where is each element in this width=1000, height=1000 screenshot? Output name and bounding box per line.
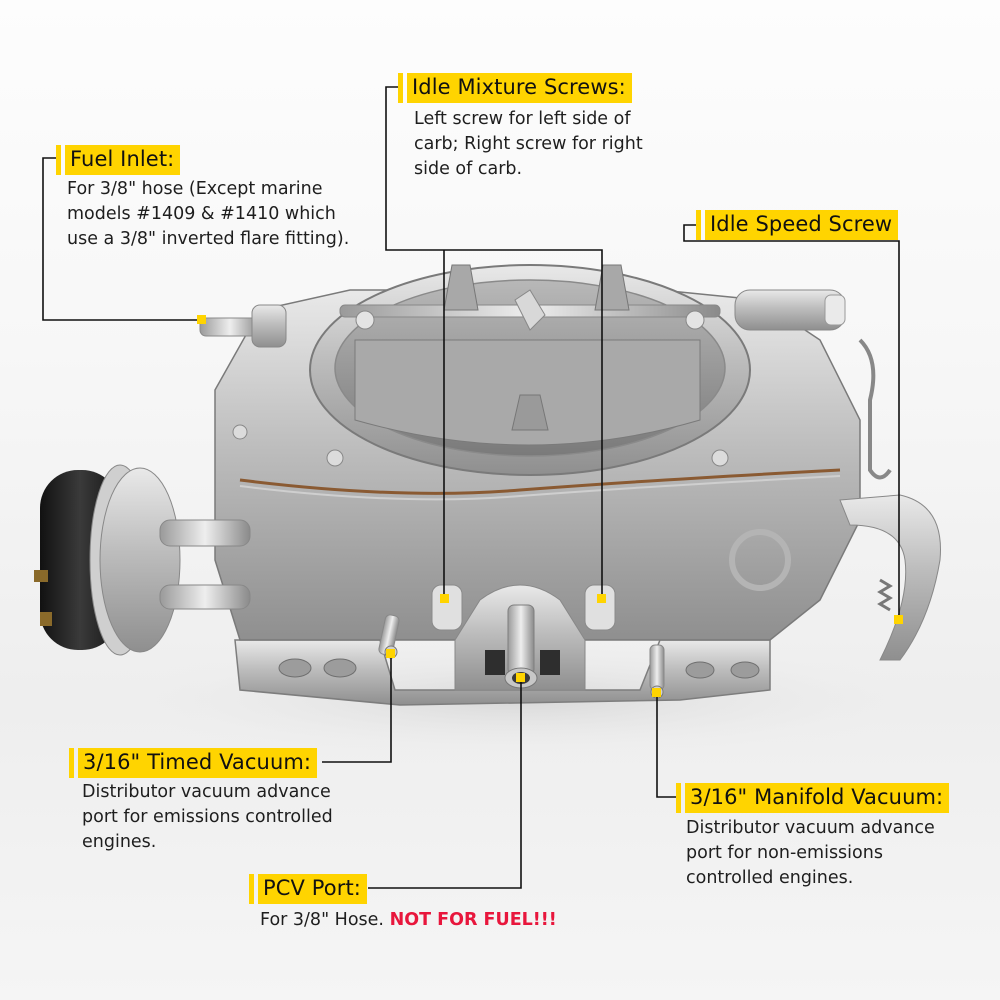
callout-description: For 3/8" hose (Except marine models #140…: [67, 179, 350, 249]
warning-text: NOT FOR FUEL!!!: [389, 910, 557, 930]
callout-title: 3/16" Timed Vacuum:: [78, 748, 318, 778]
accent-bar: [69, 748, 74, 778]
callout-title: Idle Speed Screw: [705, 210, 899, 240]
callout-title: PCV Port:: [258, 874, 367, 904]
callout-description: Left screw for left side of carb; Right …: [414, 109, 643, 179]
callout-idle-speed-screw: Idle Speed Screw: [696, 210, 899, 240]
accent-bar: [696, 210, 701, 240]
callout-description: For 3/8" Hose. NOT FOR FUEL!!!: [260, 910, 557, 930]
callout-fuel-inlet: Fuel Inlet: For 3/8" hose (Except marine…: [56, 145, 349, 252]
accent-bar: [398, 73, 403, 103]
callout-description: Distributor vacuum advance port for emis…: [82, 782, 333, 852]
accent-bar: [249, 874, 254, 904]
callout-title: Fuel Inlet:: [65, 145, 181, 175]
callout-title: Idle Mixture Screws:: [407, 73, 632, 103]
callout-timed-vacuum: 3/16" Timed Vacuum: Distributor vacuum a…: [69, 748, 333, 855]
callout-pcv-port: PCV Port: For 3/8" Hose. NOT FOR FUEL!!!: [249, 874, 557, 933]
callout-manifold-vacuum: 3/16" Manifold Vacuum: Distributor vacuu…: [676, 783, 950, 891]
callout-title: 3/16" Manifold Vacuum:: [685, 783, 950, 813]
callout-description: Distributor vacuum advance port for non-…: [686, 818, 935, 888]
accent-bar: [676, 783, 681, 813]
callout-idle-mixture-screws: Idle Mixture Screws: Left screw for left…: [398, 73, 643, 182]
accent-bar: [56, 145, 61, 175]
